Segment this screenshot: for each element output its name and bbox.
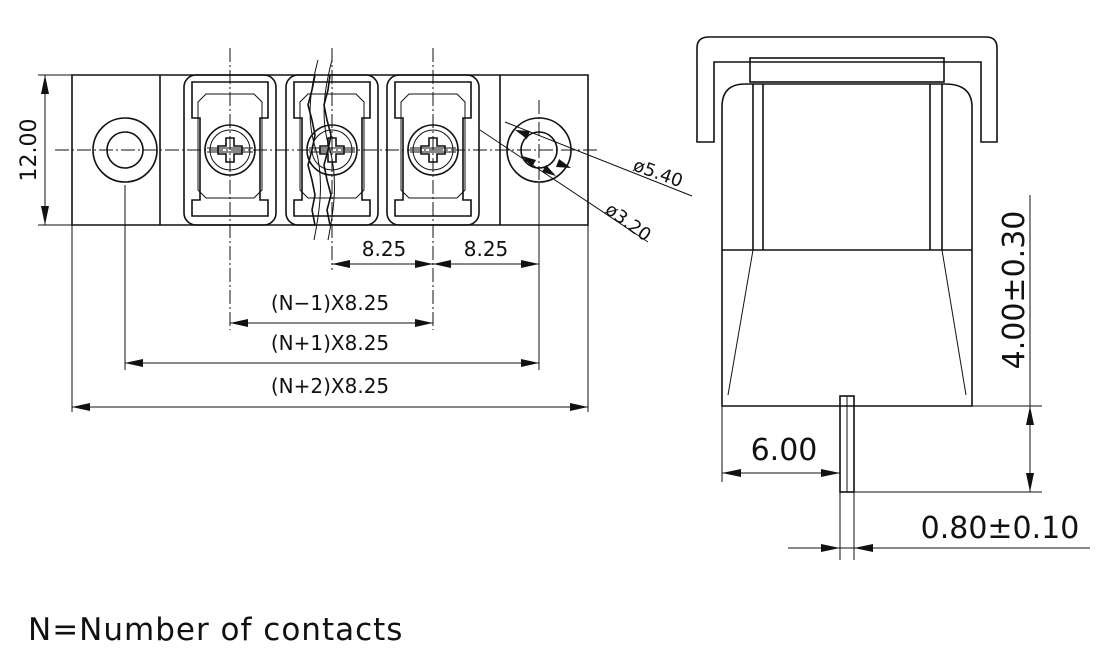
side-height-dimension: 4.00±0.30 (997, 195, 1034, 492)
pin-width-label: 0.80±0.10 (921, 511, 1080, 546)
cap-outline (696, 36, 998, 143)
offset-label: 6.00 (751, 433, 818, 468)
span-label-n-plus-1: (N+1)X8.25 (271, 331, 389, 355)
footnote: N=Number of contacts (28, 612, 404, 648)
span-label-n-minus-1: (N−1)X8.25 (271, 291, 389, 315)
span-dimension-n-minus-1: (N−1)X8.25 (230, 291, 433, 327)
offset-dimension: 6.00 (722, 433, 840, 477)
span-dimension-n-plus-2: (N+2)X8.25 (72, 374, 588, 411)
span-dimension-n-plus-1: (N+1)X8.25 (125, 331, 539, 367)
housing-outline (721, 83, 973, 407)
side-height-label: 4.00±0.30 (997, 211, 1032, 370)
span-label-n-plus-2: (N+2)X8.25 (271, 374, 389, 398)
front-view (38, 48, 600, 412)
side-view (696, 36, 1042, 560)
dia-outer-label: ø5.40 (630, 155, 685, 192)
pin-width-dimension: 0.80±0.10 (788, 511, 1090, 552)
diameter-callouts: ø5.40 ø3.20 (479, 121, 693, 246)
pitch-label-a: 8.25 (362, 237, 407, 261)
pitch-dimension-b: 8.25 (433, 237, 539, 268)
pitch-label-b: 8.25 (464, 237, 509, 261)
height-label: 12.00 (17, 119, 42, 182)
dia-inner-label: ø3.20 (601, 199, 655, 246)
height-dimension: 12.00 (17, 75, 49, 225)
pitch-dimension-a: 8.25 (332, 237, 433, 268)
